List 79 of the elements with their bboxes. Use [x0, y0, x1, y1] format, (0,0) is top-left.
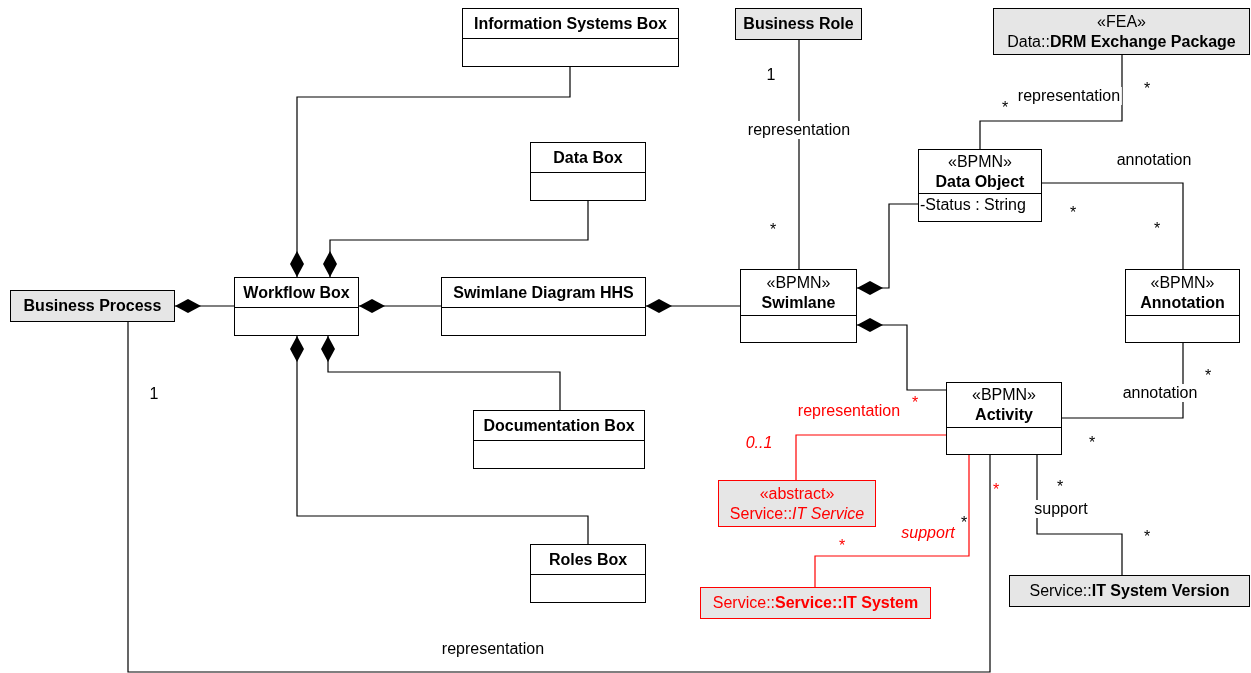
multiplicity-label: *: [1088, 435, 1096, 451]
association-line: [979, 54, 1123, 150]
composition-line: [358, 299, 442, 313]
multiplicity-label: *: [1001, 100, 1009, 116]
class-box: [718, 480, 876, 527]
multiplicity-label: *: [1153, 221, 1161, 237]
edge-label: representation: [745, 121, 853, 139]
class-name: Workflow Box: [243, 282, 350, 303]
class-box: [918, 149, 1042, 222]
class-box: [1009, 575, 1250, 607]
stereotype-label: «abstract»: [759, 483, 835, 504]
class-name: Data Object: [935, 171, 1025, 192]
class-box: [10, 290, 175, 322]
class-box: [946, 382, 1062, 455]
attribute-text: -Status : String: [920, 195, 1027, 215]
association-line: [1041, 182, 1184, 270]
class-name: Roles Box: [548, 549, 628, 570]
class-box: [993, 8, 1250, 55]
association-line: [814, 454, 970, 588]
stereotype-label: «FEA»: [1097, 11, 1146, 32]
class-box: [530, 544, 646, 603]
association-line: [127, 321, 991, 673]
multiplicity-label: 1: [149, 386, 159, 402]
composition-line: [323, 200, 589, 278]
class-name: Information Systems Box: [474, 13, 667, 34]
class-box: [735, 8, 862, 40]
class-box: [441, 277, 646, 336]
class-name: Annotation: [1140, 292, 1225, 313]
edge-label: representation: [795, 402, 903, 420]
multiplicity-label: *: [1056, 479, 1064, 495]
class-box: [1125, 269, 1240, 343]
edge-label: annotation: [1120, 384, 1200, 402]
multiplicity-label: *: [992, 482, 1000, 498]
multiplicity-label: 1: [766, 67, 776, 83]
edge-label: representation: [439, 640, 547, 658]
stereotype-label: «BPMN»: [766, 272, 831, 293]
composition-line: [290, 335, 589, 545]
class-box: [234, 277, 359, 336]
association-line: [798, 39, 800, 270]
class-name: Data Box: [553, 147, 623, 168]
class-name: Activity: [975, 405, 1033, 425]
multiplicity-label: *: [838, 538, 846, 554]
class-name: Service::Service::IT System: [712, 593, 919, 613]
composition-line: [856, 203, 919, 295]
association-line: [1036, 454, 1123, 576]
class-name: Service::IT Service: [729, 503, 865, 524]
class-name: Swimlane: [761, 292, 836, 313]
class-name: Swimlane Diagram HHS: [453, 282, 634, 303]
class-box: [530, 142, 646, 201]
multiplicity-label: *: [960, 515, 968, 531]
multiplicity-label: *: [1204, 368, 1212, 384]
edge-label: support: [1032, 500, 1090, 518]
class-name: Data::DRM Exchange Package: [1007, 31, 1236, 52]
stereotype-label: «BPMN»: [1150, 272, 1215, 293]
class-box: [473, 410, 645, 469]
multiplicity-label: *: [1069, 205, 1077, 221]
edge-label: representation: [1015, 87, 1123, 105]
stereotype-label: «BPMN»: [972, 385, 1036, 405]
composition-line: [856, 318, 947, 391]
class-name: Business Role: [743, 14, 854, 34]
edge-label: support: [899, 524, 957, 542]
multiplicity-label: *: [769, 222, 777, 238]
stereotype-label: «BPMN»: [948, 151, 1012, 172]
composition-line: [174, 299, 235, 313]
class-box: [462, 8, 679, 67]
multiplicity-label: *: [1143, 529, 1151, 545]
composition-line: [290, 66, 571, 278]
class-box: [700, 587, 931, 619]
multiplicity-label: 0..1: [745, 435, 773, 451]
composition-line: [645, 299, 741, 313]
multiplicity-label: *: [1143, 81, 1151, 97]
association-line: [795, 434, 947, 481]
multiplicity-label: *: [911, 395, 919, 411]
composition-line: [321, 335, 561, 411]
class-name: Service::IT System Version: [1029, 581, 1230, 601]
class-name: Documentation Box: [483, 415, 635, 436]
association-line: [1061, 342, 1184, 419]
class-box: [740, 269, 857, 343]
class-name: Business Process: [23, 296, 162, 316]
